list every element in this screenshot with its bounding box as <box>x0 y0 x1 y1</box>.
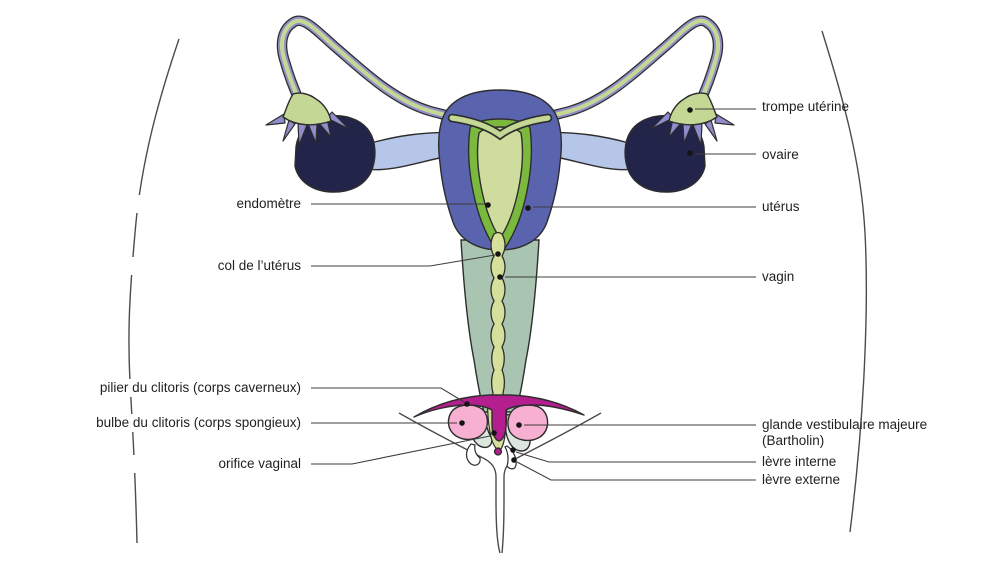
label-trompe-uterine: trompe utérine <box>762 99 850 114</box>
label-ovaire: ovaire <box>762 147 799 162</box>
label-bulbe-du-clitoris: bulbe du clitoris (corps spongieux) <box>0 414 301 432</box>
tube-junction <box>447 113 553 141</box>
labia-right <box>504 445 517 470</box>
leg-crease-left <box>398 412 501 554</box>
clitoris-bulb-right <box>507 404 549 442</box>
label-levre-externe: lèvre externe <box>762 472 841 487</box>
ovary-right <box>624 115 706 193</box>
label-col-de-luterus: col de l’utérus <box>0 257 301 275</box>
fallopian-tube-left <box>276 15 503 138</box>
label-bartholin: (Bartholin) <box>762 433 825 448</box>
label-uterus: utérus <box>762 199 800 214</box>
infundibulum-right <box>668 92 718 126</box>
uterine-cavity <box>476 126 524 240</box>
clitoris-glans <box>493 447 503 456</box>
label-levre-interne: lèvre interne <box>762 454 837 469</box>
label-orifice-vaginal: orifice vaginal <box>0 455 301 473</box>
fimbriae-left <box>265 111 350 146</box>
fallopian-tube-right <box>497 15 724 138</box>
body-outline-right <box>821 30 868 533</box>
label-endometre: endomètre <box>0 195 301 213</box>
label-vagin: vagin <box>762 269 795 284</box>
label-pilier-du-clitoris: pilier du clitoris (corps caverneux) <box>0 379 301 397</box>
labia-left <box>465 443 481 466</box>
infundibulum-left <box>282 92 332 126</box>
callout-lines <box>311 108 756 481</box>
clitoris-crura <box>413 394 585 442</box>
clitoris-bulb-left <box>447 404 489 441</box>
callout-dots <box>459 107 693 463</box>
label-glande-vestibulaire: glande vestibulaire majeure <box>762 417 928 432</box>
ovary-left <box>294 115 376 193</box>
